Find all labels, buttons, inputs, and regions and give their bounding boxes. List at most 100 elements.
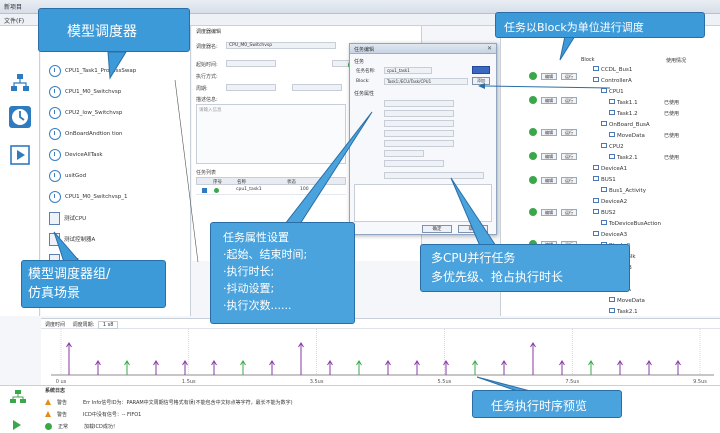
status-row: 编辑运行	[529, 70, 577, 82]
tree-node[interactable]: OnBoard_BusA	[601, 121, 650, 128]
tree-node[interactable]: ToDeviceBusAction	[601, 220, 661, 227]
used-status: 已使用	[664, 155, 680, 161]
timeline-task-arrow	[153, 360, 159, 366]
cycle-input[interactable]	[226, 84, 276, 91]
edit-button[interactable]: 编辑	[541, 152, 557, 160]
block-input[interactable]: Task1:/ECU/Task/CPU1	[384, 78, 468, 85]
log-title: 系统日志	[45, 388, 66, 394]
cycle-input-2[interactable]	[292, 84, 342, 91]
list-item[interactable]: DeviceAllTask	[49, 146, 103, 164]
list-item[interactable]: CPU1_M0_Switchvsp	[49, 83, 121, 101]
status-row: 编辑运行	[529, 150, 577, 162]
attr-input-2[interactable]	[384, 110, 454, 117]
status-ok-icon	[529, 72, 537, 80]
tree-node[interactable]: MoveData	[609, 132, 645, 139]
doc-icon	[49, 211, 60, 225]
attr-input-4[interactable]	[384, 130, 454, 137]
cycle-label: 周期:	[196, 86, 208, 92]
edit-button[interactable]: 编辑	[541, 96, 557, 104]
attr-input-6[interactable]	[384, 150, 424, 157]
attr-input-8[interactable]	[384, 172, 484, 179]
tree-node[interactable]: Task1.1	[609, 99, 638, 106]
log-text: ICD中没有信号：-- FIFO1	[83, 411, 142, 418]
tree-node-label: CPU1	[609, 89, 624, 95]
table-row[interactable]: cpu1_task1 100	[196, 186, 346, 195]
tree-node[interactable]: CPU2	[601, 143, 624, 150]
timeline-task-arrow	[501, 360, 507, 366]
scheduler-clock-icon[interactable]	[9, 106, 31, 128]
tree-node[interactable]: MoveData	[609, 297, 645, 304]
folder-icon	[593, 176, 599, 181]
tree-node[interactable]: DeviceA3	[593, 231, 627, 238]
list-item[interactable]: CPU1_M0_Switchvsp_1	[49, 188, 127, 206]
tree-node[interactable]: Bus1_Activity	[601, 187, 646, 194]
edit-button[interactable]: 编辑	[541, 72, 557, 80]
tree-node[interactable]: Task1.2	[609, 110, 638, 117]
start-time-input[interactable]	[226, 60, 276, 67]
edit-button[interactable]: 编辑	[541, 128, 557, 136]
folder-icon	[593, 198, 599, 203]
tree-node[interactable]: Task2.1	[609, 154, 638, 161]
play-icon[interactable]	[9, 144, 31, 166]
list-item[interactable]: OnBoardAndtion tion	[49, 125, 123, 143]
folder-icon	[601, 143, 607, 148]
warning-icon	[45, 411, 51, 417]
list-item[interactable]: CPU1_Task1_ProcessSwap	[49, 62, 136, 80]
period-input[interactable]: 1 s8	[97, 321, 119, 329]
dialog-section-task: 任务	[354, 59, 365, 65]
run-button[interactable]: 运行	[561, 176, 577, 184]
timeline-task-arrow	[559, 360, 565, 366]
list-item-label: CPU1_M0_Switchvsp_1	[65, 194, 128, 200]
color-picker[interactable]	[472, 66, 490, 74]
tree-node-label: OnBoard_BusA	[609, 122, 650, 128]
tree-node[interactable]: CPU1	[601, 88, 624, 95]
tree-node[interactable]: Task2.1	[609, 308, 638, 315]
status-row: 编辑运行	[529, 126, 577, 138]
add-block-button[interactable]: 添加	[472, 77, 490, 85]
network-icon[interactable]	[9, 72, 31, 94]
clock-icon	[49, 128, 61, 140]
list-item-label: OnBoardAndtion tion	[65, 131, 123, 137]
tree-node[interactable]: DeviceA1	[593, 165, 627, 172]
timeline-task-arrow	[414, 360, 420, 366]
run-button[interactable]: 运行	[561, 208, 577, 216]
list-item[interactable]: CPU2_low_Switchvsp	[49, 104, 122, 122]
folder-icon	[609, 132, 615, 137]
tree-node[interactable]: BUS1	[593, 176, 616, 183]
callout-multicpu: 多CPU并行任务 多优先级、抢占执行时长	[420, 244, 630, 292]
run-button[interactable]: 运行	[561, 96, 577, 104]
attr-input-3[interactable]	[384, 120, 454, 127]
status-ok-icon	[529, 152, 537, 160]
desc-textarea[interactable]: 请输入信息	[196, 104, 346, 164]
run-button[interactable]: 运行	[561, 128, 577, 136]
name-input[interactable]: CPU_M0_Switchvsp	[226, 42, 336, 49]
ok-button[interactable]: 确定	[422, 225, 452, 233]
tree-node[interactable]: DeviceA2	[593, 198, 627, 205]
edit-button[interactable]: 编辑	[541, 176, 557, 184]
callout-scheduler-text: 模型调度器	[67, 24, 137, 40]
close-icon[interactable]: ✕	[487, 45, 493, 52]
tree-node-label: MoveData	[617, 133, 645, 139]
list-item[interactable]: 测试CPU	[49, 209, 86, 227]
used-status: 已使用	[664, 133, 680, 139]
list-item[interactable]: usitGod	[49, 167, 86, 185]
log-play-icon[interactable]	[12, 420, 22, 432]
edit-button[interactable]: 编辑	[541, 208, 557, 216]
tree-node-label: CCDL_Bus1	[601, 67, 633, 73]
run-button[interactable]: 运行	[561, 72, 577, 80]
tree-node[interactable]: CCDL_Bus1	[593, 66, 632, 73]
attr-input-5[interactable]	[384, 140, 454, 147]
attr-input-7[interactable]	[384, 160, 444, 167]
tree-node[interactable]: BUS2	[593, 209, 616, 216]
clock-icon	[49, 149, 61, 161]
attr-input-1[interactable]	[384, 100, 454, 107]
clock-icon	[49, 191, 61, 203]
timeline-task-arrow	[443, 360, 449, 366]
tree-node[interactable]: ControllerA	[593, 77, 632, 84]
menu-file[interactable]: 文件(F)	[4, 18, 25, 25]
task-name-input[interactable]: cpu1_task1	[384, 67, 432, 74]
run-button[interactable]: 运行	[561, 152, 577, 160]
timeline-tick-label: 7.5us	[565, 379, 579, 385]
